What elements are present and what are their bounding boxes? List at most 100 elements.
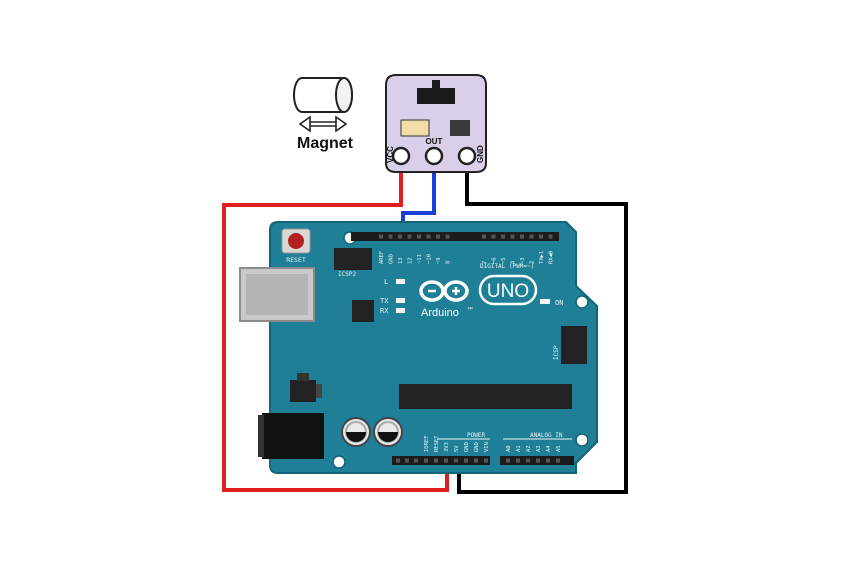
power-header (392, 456, 490, 465)
logo-trademark: ™ (467, 306, 473, 313)
digital-pin-hole (520, 234, 524, 239)
power-label: POWER (467, 432, 485, 439)
power-pin-label: IOREF (424, 435, 430, 452)
reset-label: RESET (286, 256, 306, 264)
icsp-header (561, 326, 587, 364)
arduino-logo (419, 274, 538, 306)
out-label: OUT (426, 137, 443, 146)
power-pin-label: 5V (454, 445, 460, 452)
analog-pin-hole (546, 458, 550, 463)
power-pin-hole (405, 458, 409, 463)
analog-pin-hole (556, 458, 560, 463)
analog-pin-label: A4 (546, 445, 552, 452)
magnet-label: Magnet (297, 135, 354, 152)
led-tx-label: TX (380, 297, 389, 305)
digital-pin-hole (398, 234, 402, 239)
power-pin-hole (474, 458, 478, 463)
digital-header-label: DIGITAL (PWM=~) (480, 263, 534, 270)
digital-pin-label: RX◀0 (549, 251, 555, 264)
voltage-regulator (290, 380, 316, 402)
analog-pin-label: A2 (526, 445, 532, 452)
digital-pin-hole (539, 234, 543, 239)
logo-brand: Arduino (421, 307, 459, 319)
digital-pin-label: 13 (398, 257, 404, 264)
digital-pin-label: ~5 (501, 257, 507, 264)
power-pin-hole (454, 458, 458, 463)
analog-pin-hole (526, 458, 530, 463)
digital-pin-hole (407, 234, 412, 239)
analog-pin-label: A5 (556, 445, 562, 452)
analog-label: ANALOG IN (530, 432, 563, 439)
usb-chip (352, 300, 374, 322)
digital-pin-hole (445, 234, 450, 239)
digital-pin-label: ~10 (427, 254, 433, 264)
analog-pin-label: A0 (506, 445, 512, 452)
led-rx-label: RX (380, 307, 389, 315)
power-pin-label: GND (464, 442, 470, 452)
vcc-label: VCC (386, 146, 395, 163)
digital-pin-hole (491, 234, 496, 239)
power-pin-hole (424, 458, 428, 463)
power-pin-label: RESET (434, 435, 440, 452)
icsp2-header (334, 248, 372, 270)
hall-sensor-module: VCC OUT GND (385, 74, 487, 173)
icsp2-label: ICSP2 (338, 271, 356, 278)
power-pin-hole (396, 458, 400, 463)
digital-pin-label: 4 (511, 260, 517, 264)
digital-pin-hole (510, 234, 515, 239)
analog-pin-hole (536, 458, 540, 463)
power-pin-hole (484, 458, 488, 463)
digital-pin-label: 7 (482, 261, 488, 264)
digital-pin-label: GND (389, 254, 395, 264)
digital-pin-label: TX▶1 (539, 251, 545, 264)
digital-pin-label: ~9 (436, 257, 442, 264)
pin-gnd (457, 146, 477, 166)
gnd-label: GND (476, 145, 485, 163)
digital-header (351, 232, 559, 241)
power-pin-hole (414, 458, 418, 463)
led-l-label: L (384, 278, 388, 286)
digital-pin-label: 2 (530, 261, 536, 264)
reset-button (281, 228, 311, 254)
digital-pin-hole (379, 234, 383, 239)
pin-out (424, 146, 444, 166)
resistor (400, 119, 430, 137)
digital-pin-label: ~6 (492, 257, 498, 264)
power-pin-hole (464, 458, 468, 463)
power-pin-label: 3V3 (444, 442, 450, 452)
digital-pin-label: 8 (446, 261, 452, 264)
digital-pin-hole (417, 234, 421, 239)
wire-gnd (457, 157, 628, 494)
analog-pin-hole (506, 458, 510, 463)
digital-pin-hole (548, 234, 553, 239)
capacitors (341, 417, 403, 447)
wire-vcc (222, 157, 449, 492)
digital-pin-hole (529, 234, 534, 239)
digital-pin-hole (436, 234, 440, 239)
pin-vcc (391, 146, 411, 166)
double-arrow-icon (298, 115, 348, 133)
digital-pin-hole (426, 234, 431, 239)
magnet: Magnet (293, 77, 354, 152)
digital-pin-label: AREF (379, 251, 385, 264)
digital-pin-label: ~3 (520, 257, 526, 264)
power-pin-hole (444, 458, 448, 463)
digital-pin-hole (482, 234, 486, 239)
analog-pin-hole (516, 458, 520, 463)
logo-model: UNO (487, 281, 529, 302)
digital-pin-hole (388, 234, 393, 239)
hall-sensor-chip (450, 120, 470, 136)
digital-pin-label: ~11 (417, 254, 423, 264)
analog-pin-label: A1 (516, 445, 522, 452)
dc-power-jack (262, 413, 324, 459)
digital-pin-label: 12 (408, 257, 414, 264)
power-pin-label: VIN (484, 442, 490, 452)
microcontroller-chip (399, 384, 572, 409)
power-pin-hole (434, 458, 438, 463)
slide-switch (417, 88, 455, 104)
